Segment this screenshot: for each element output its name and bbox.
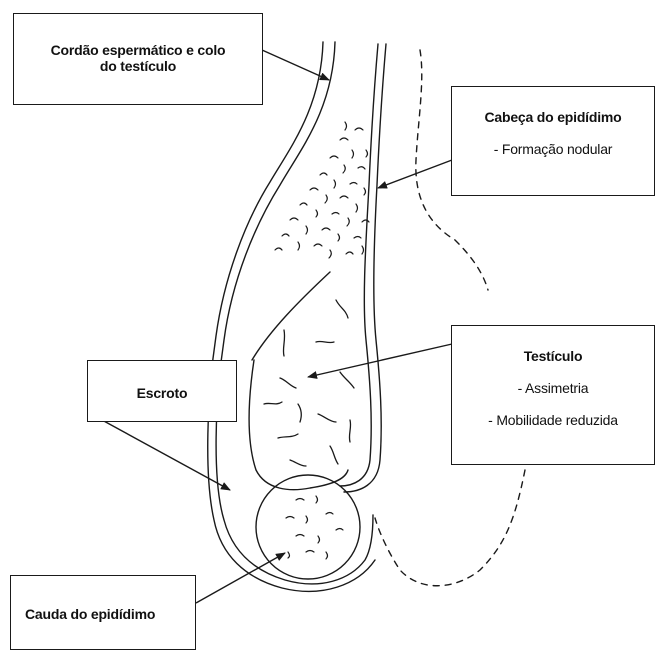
label-box-scrotum: Escroto bbox=[87, 360, 237, 422]
label-epididymis-head-title: Cabeça do epidídimo bbox=[452, 109, 654, 125]
testicle-outline bbox=[249, 360, 348, 490]
epididymis-head-texture bbox=[275, 122, 369, 258]
label-box-epididymis-tail: Cauda do epidídimo bbox=[10, 575, 196, 650]
label-scrotum-title: Escroto bbox=[88, 385, 236, 401]
label-testicle-item-mobility: - Mobilidade reduzida bbox=[452, 412, 654, 428]
label-spermatic-cord-line2: do testículo bbox=[14, 58, 262, 74]
epididymis-tail-texture bbox=[286, 496, 343, 559]
scrotum-outer-wall bbox=[216, 42, 373, 584]
arrow-epididymis-tail bbox=[196, 553, 285, 603]
arrow-epididymis-head bbox=[378, 160, 452, 188]
label-testicle-item-asymmetry: - Assimetria bbox=[452, 380, 654, 396]
label-epididymis-head-item: - Formação nodular bbox=[452, 141, 654, 157]
cord-right-wall-inner bbox=[340, 44, 378, 486]
arrow-scrotum bbox=[102, 420, 230, 490]
scrotum-inner-wall bbox=[208, 42, 375, 591]
body-contour-lower bbox=[375, 470, 525, 586]
epididymis-tail-shape bbox=[256, 475, 360, 579]
arrow-testicle bbox=[308, 344, 452, 377]
arrow-spermatic-cord bbox=[262, 50, 329, 80]
label-testicle-title: Testículo bbox=[452, 348, 654, 364]
label-box-spermatic-cord: Cordão espermático e colo do testículo bbox=[13, 13, 263, 105]
label-spermatic-cord-line1: Cordão espermático e colo bbox=[14, 42, 262, 58]
label-box-testicle: Testículo - Assimetria - Mobilidade redu… bbox=[451, 325, 655, 465]
label-box-epididymis-head: Cabeça do epidídimo - Formação nodular bbox=[451, 86, 655, 196]
testicle-fold bbox=[252, 272, 330, 360]
label-epididymis-tail-title: Cauda do epidídimo bbox=[25, 606, 195, 622]
